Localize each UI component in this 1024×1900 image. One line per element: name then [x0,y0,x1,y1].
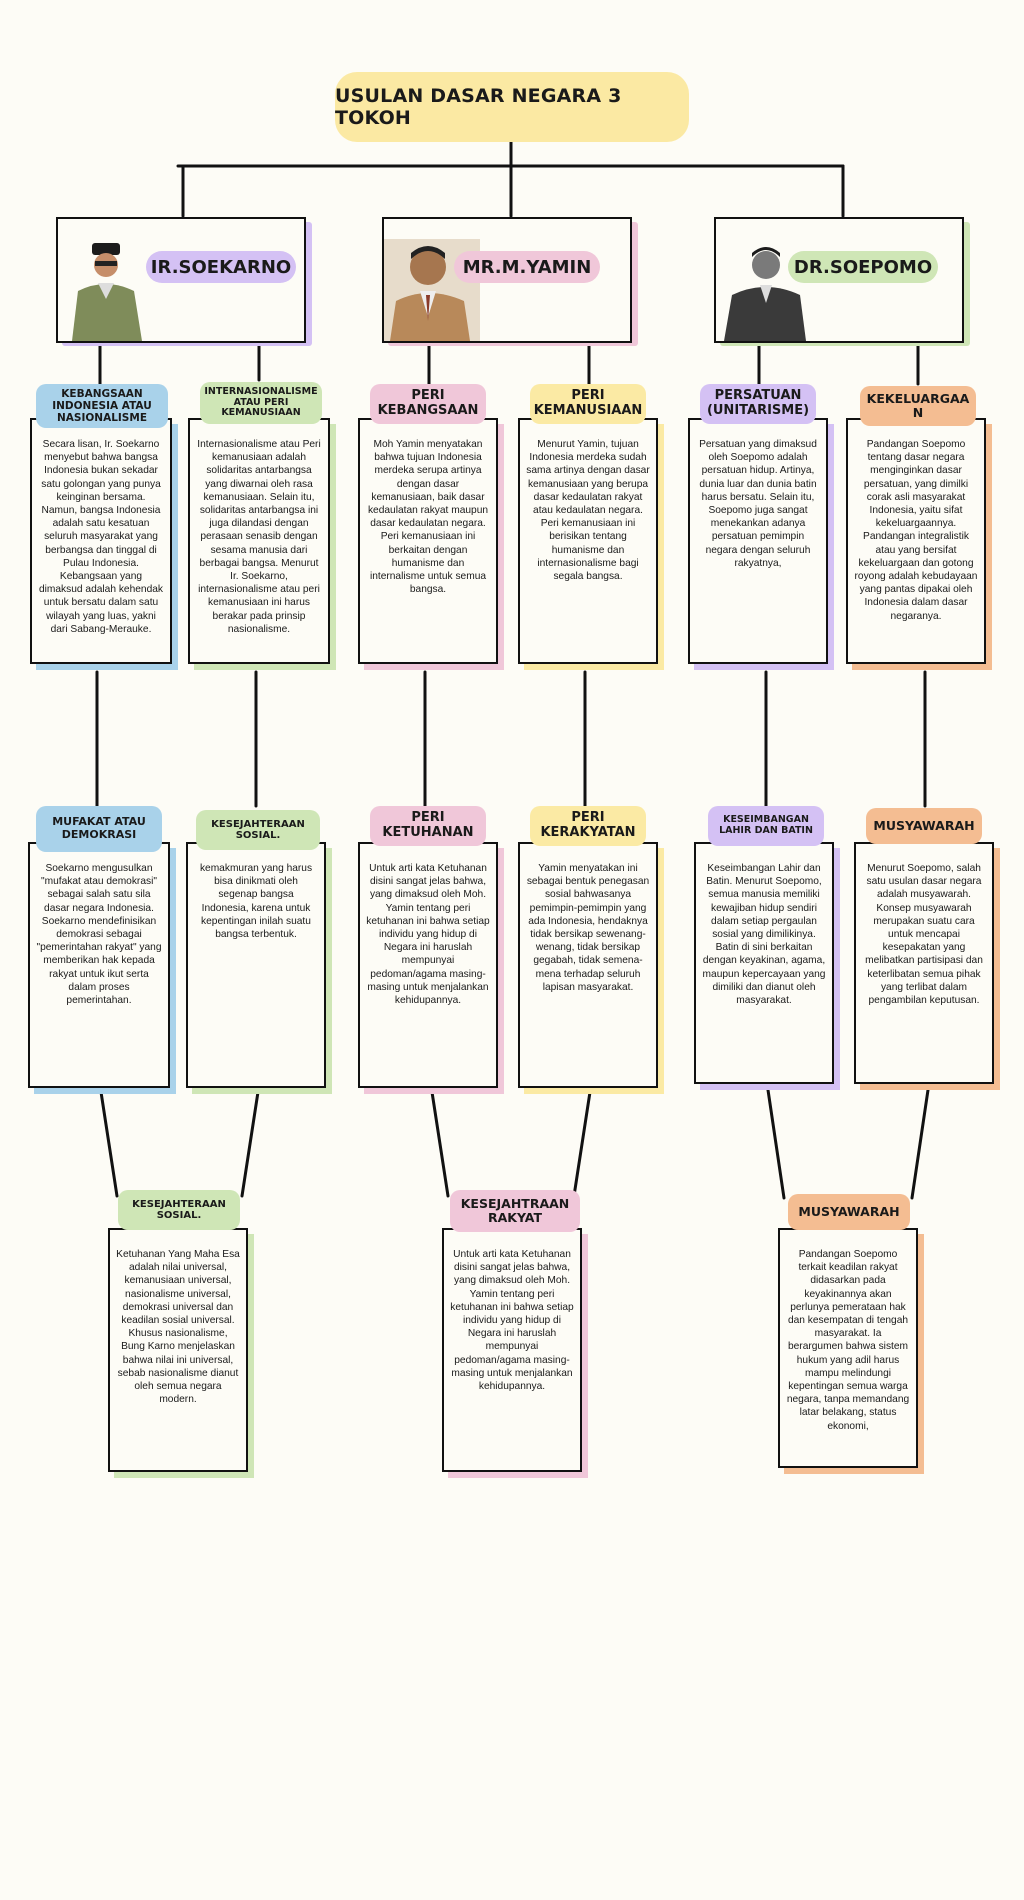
row2-box4-heading: PERI KERAKYATAN [530,806,646,846]
row2-box3-heading: PERI KETUHANAN [370,806,486,846]
yamin-photo [384,239,480,341]
yamin-name-label: MR.M.YAMIN [454,251,600,283]
row1-box4-heading: PERI KEMANUSIAAN [530,384,646,424]
row1-box4-card: Menurut Yamin, tujuan Indonesia merdeka … [518,418,658,664]
row3-box3-text: Pandangan Soepomo terkait keadilan rakya… [786,1249,910,1432]
row1-box4-text: Menurut Yamin, tujuan Indonesia merdeka … [526,439,650,583]
row2-box6-card: Menurut Soepomo, salah satu usulan dasar… [854,842,994,1084]
row3-box1-heading: KESEJAHTERAAN SOSIAL. [118,1190,240,1230]
row2-box4-card: Yamin menyatakan ini sebagai bentuk pene… [518,842,658,1088]
row1-box3-card: Moh Yamin menyatakan bahwa tujuan Indone… [358,418,498,664]
soekarno-card: IR.SOEKARNO [56,217,306,343]
soepomo-photo [724,247,806,341]
row1-box2-card: Internasionalisme atau Peri kemanusiaan … [188,418,330,664]
row2-box5-card: Keseimbangan Lahir dan Batin. Menurut So… [694,842,834,1084]
soekarno-photo [72,243,142,341]
row2-box2-card: kemakmuran yang harus bisa dinikmati ole… [186,842,326,1088]
row3-box3-card: Pandangan Soepomo terkait keadilan rakya… [778,1228,918,1468]
row1-box1-card: Secara lisan, Ir. Soekarno menyebut bahw… [30,418,172,664]
yamin-card: MR.M.YAMIN [382,217,632,343]
row2-box1-heading: MUFAKAT ATAU DEMOKRASI [36,806,162,852]
row2-box6-text: Menurut Soepomo, salah satu usulan dasar… [865,863,983,1007]
row1-box3-heading: PERI KEBANGSAAN [370,384,486,424]
main-title: USULAN DASAR NEGARA 3 TOKOH [335,72,689,142]
soekarno-name-label: IR.SOEKARNO [146,251,296,283]
row3-box1-card: Ketuhanan Yang Maha Esa adalah nilai uni… [108,1228,248,1472]
row2-box1-card: Soekarno mengusulkan "mufakat atau demok… [28,842,170,1088]
row2-box5-heading: KESEIMBANGAN LAHIR DAN BATIN [708,806,824,846]
row3-box2-card: Untuk arti kata Ketuhanan disini sangat … [442,1228,582,1472]
row1-box6-card: Pandangan Soepomo tentang dasar negara m… [846,418,986,664]
row2-box5-text: Keseimbangan Lahir dan Batin. Menurut So… [702,863,826,1007]
row1-box5-heading: PERSATUAN (UNITARISME) [700,384,816,424]
row2-box2-text: kemakmuran yang harus bisa dinikmati ole… [199,863,313,941]
row2-box3-text: Untuk arti kata Ketuhanan disini sangat … [366,863,490,1007]
row2-box3-card: Untuk arti kata Ketuhanan disini sangat … [358,842,498,1088]
row1-box2-text: Internasionalisme atau Peri kemanusiaan … [197,439,321,635]
row1-box1-text: Secara lisan, Ir. Soekarno menyebut bahw… [38,439,164,635]
row2-box2-heading: KESEJAHTERAAN SOSIAL. [196,810,320,850]
row3-box2-heading: KESEJAHTRAAN RAKYAT [450,1190,580,1232]
soepomo-name-label: DR.SOEPOMO [788,251,938,283]
row1-box2-heading: INTERNASIONALISME ATAU PERI KEMANUSIAAN [200,382,322,424]
row2-box4-text: Yamin menyatakan ini sebagai bentuk pene… [526,863,650,993]
row1-box1-heading: KEBANGSAAN INDONESIA ATAU NASIONALISME [36,384,168,428]
row3-box1-text: Ketuhanan Yang Maha Esa adalah nilai uni… [116,1249,240,1406]
row2-box1-text: Soekarno mengusulkan "mufakat atau demok… [36,863,162,1007]
soepomo-card: DR.SOEPOMO [714,217,964,343]
main-title-text: USULAN DASAR NEGARA 3 TOKOH [335,85,622,129]
row1-box3-text: Moh Yamin menyatakan bahwa tujuan Indone… [367,439,489,596]
row2-box6-heading: MUSYAWARAH [866,808,982,844]
row1-box5-card: Persatuan yang dimaksud oleh Soepomo ada… [688,418,828,664]
row1-box6-heading: KEKELUARGAAN [860,386,976,426]
row3-box3-heading: MUSYAWARAH [788,1194,910,1230]
row3-box2-text: Untuk arti kata Ketuhanan disini sangat … [450,1249,574,1393]
row1-box5-text: Persatuan yang dimaksud oleh Soepomo ada… [699,439,817,569]
row1-box6-text: Pandangan Soepomo tentang dasar negara m… [854,439,978,622]
